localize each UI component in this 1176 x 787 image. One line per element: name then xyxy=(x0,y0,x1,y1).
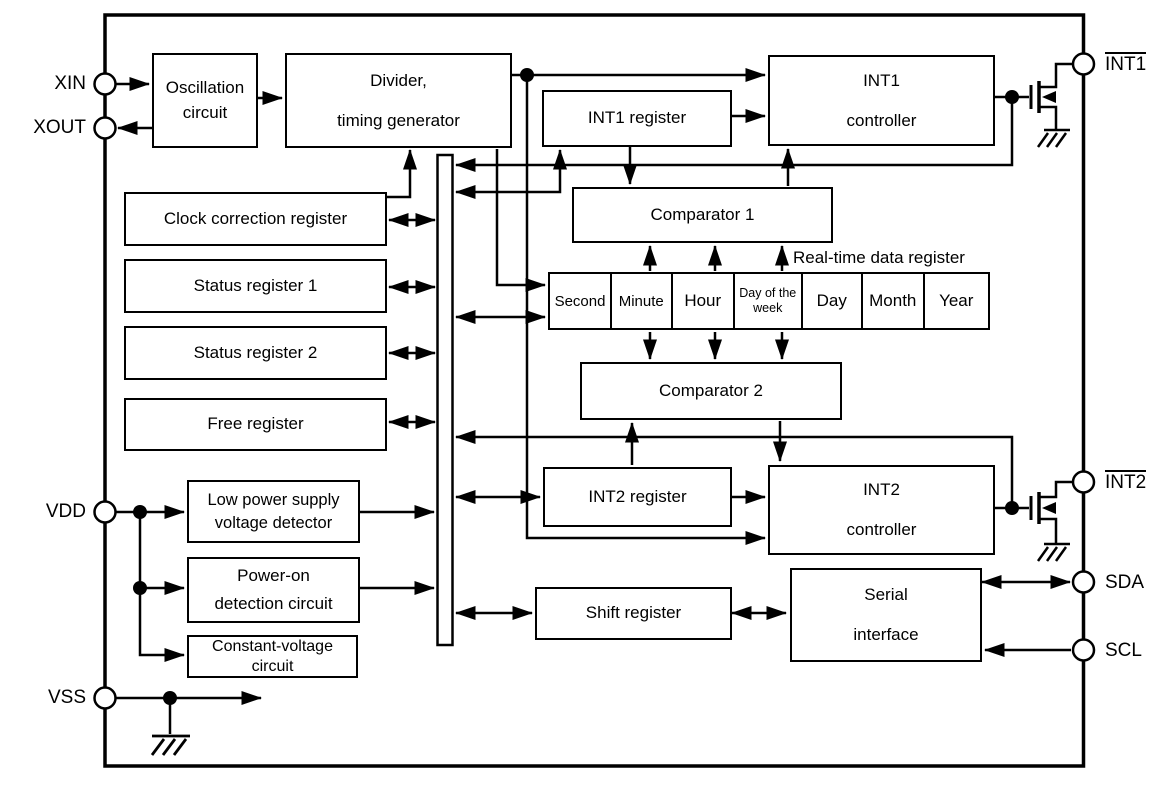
pin-label-int1: INT1 xyxy=(1105,52,1147,75)
block-power-on-detection-circuit: Power-on detection circuit xyxy=(187,557,360,623)
block-int1-controller: INT1 controller xyxy=(768,55,995,146)
block-serial-interface: Serial interface xyxy=(790,568,982,662)
rtc-cell-hour: Hour xyxy=(670,272,735,330)
int2-output-transistor xyxy=(1029,480,1072,562)
pin-vss xyxy=(93,686,117,710)
pin-label-xout: XOUT xyxy=(33,117,86,138)
pin-label-sda: SDA xyxy=(1105,572,1145,593)
pin-vdd xyxy=(93,500,117,524)
internal-bus-bar xyxy=(436,153,454,647)
block-comparator-1: Comparator 1 xyxy=(572,187,833,243)
rtc-cell-minute: Minute xyxy=(609,272,673,330)
rtc-cell-day-of-week: Day of the week xyxy=(732,272,803,330)
rtc-cell-year: Year xyxy=(922,272,990,330)
block-shift-register: Shift register xyxy=(535,587,732,640)
block-oscillation-circuit: Oscillation circuit xyxy=(152,53,258,148)
rtc-cell-month: Month xyxy=(860,272,925,330)
pin-scl xyxy=(1071,638,1096,662)
pin-int2 xyxy=(1071,470,1096,494)
pin-xin xyxy=(93,72,117,96)
block-low-power-supply-voltage-detector: Low power supply voltage detector xyxy=(187,480,360,543)
pins xyxy=(93,52,1096,710)
block-comparator-2: Comparator 2 xyxy=(580,362,842,420)
block-int1-register: INT1 register xyxy=(542,90,732,147)
rtc-cell-day: Day xyxy=(800,272,863,330)
chip-outline xyxy=(103,13,1086,768)
block-status-register-1: Status register 1 xyxy=(124,259,387,313)
pin-sda xyxy=(1071,570,1096,594)
wires xyxy=(115,68,1071,734)
block-int2-register: INT2 register xyxy=(543,467,732,527)
pin-label-int2: INT2 xyxy=(1105,470,1147,493)
pin-label-xin: XIN xyxy=(54,73,86,94)
block-divider-timing-generator: Divider, timing generator xyxy=(285,53,512,148)
rtc-cell-second: Second xyxy=(548,272,612,330)
pin-label-scl: SCL xyxy=(1105,640,1142,661)
block-int2-controller: INT2 controller xyxy=(768,465,995,555)
real-time-data-register: Second Minute Hour Day of the week Day M… xyxy=(548,272,990,330)
pin-label-vss: VSS xyxy=(47,687,86,708)
vss-ground-symbol xyxy=(150,734,190,756)
pin-int1 xyxy=(1071,52,1096,76)
pin-xout xyxy=(93,116,117,140)
block-clock-correction-register: Clock correction register xyxy=(124,192,387,246)
int1-output-transistor xyxy=(1029,62,1072,148)
junction-dots xyxy=(133,68,1019,705)
pin-label-vdd: VDD xyxy=(45,501,86,522)
block-free-register: Free register xyxy=(124,398,387,451)
real-time-data-register-label: Real-time data register xyxy=(793,248,965,267)
block-status-register-2: Status register 2 xyxy=(124,326,387,380)
block-constant-voltage-circuit: Constant-voltage circuit xyxy=(187,635,358,678)
